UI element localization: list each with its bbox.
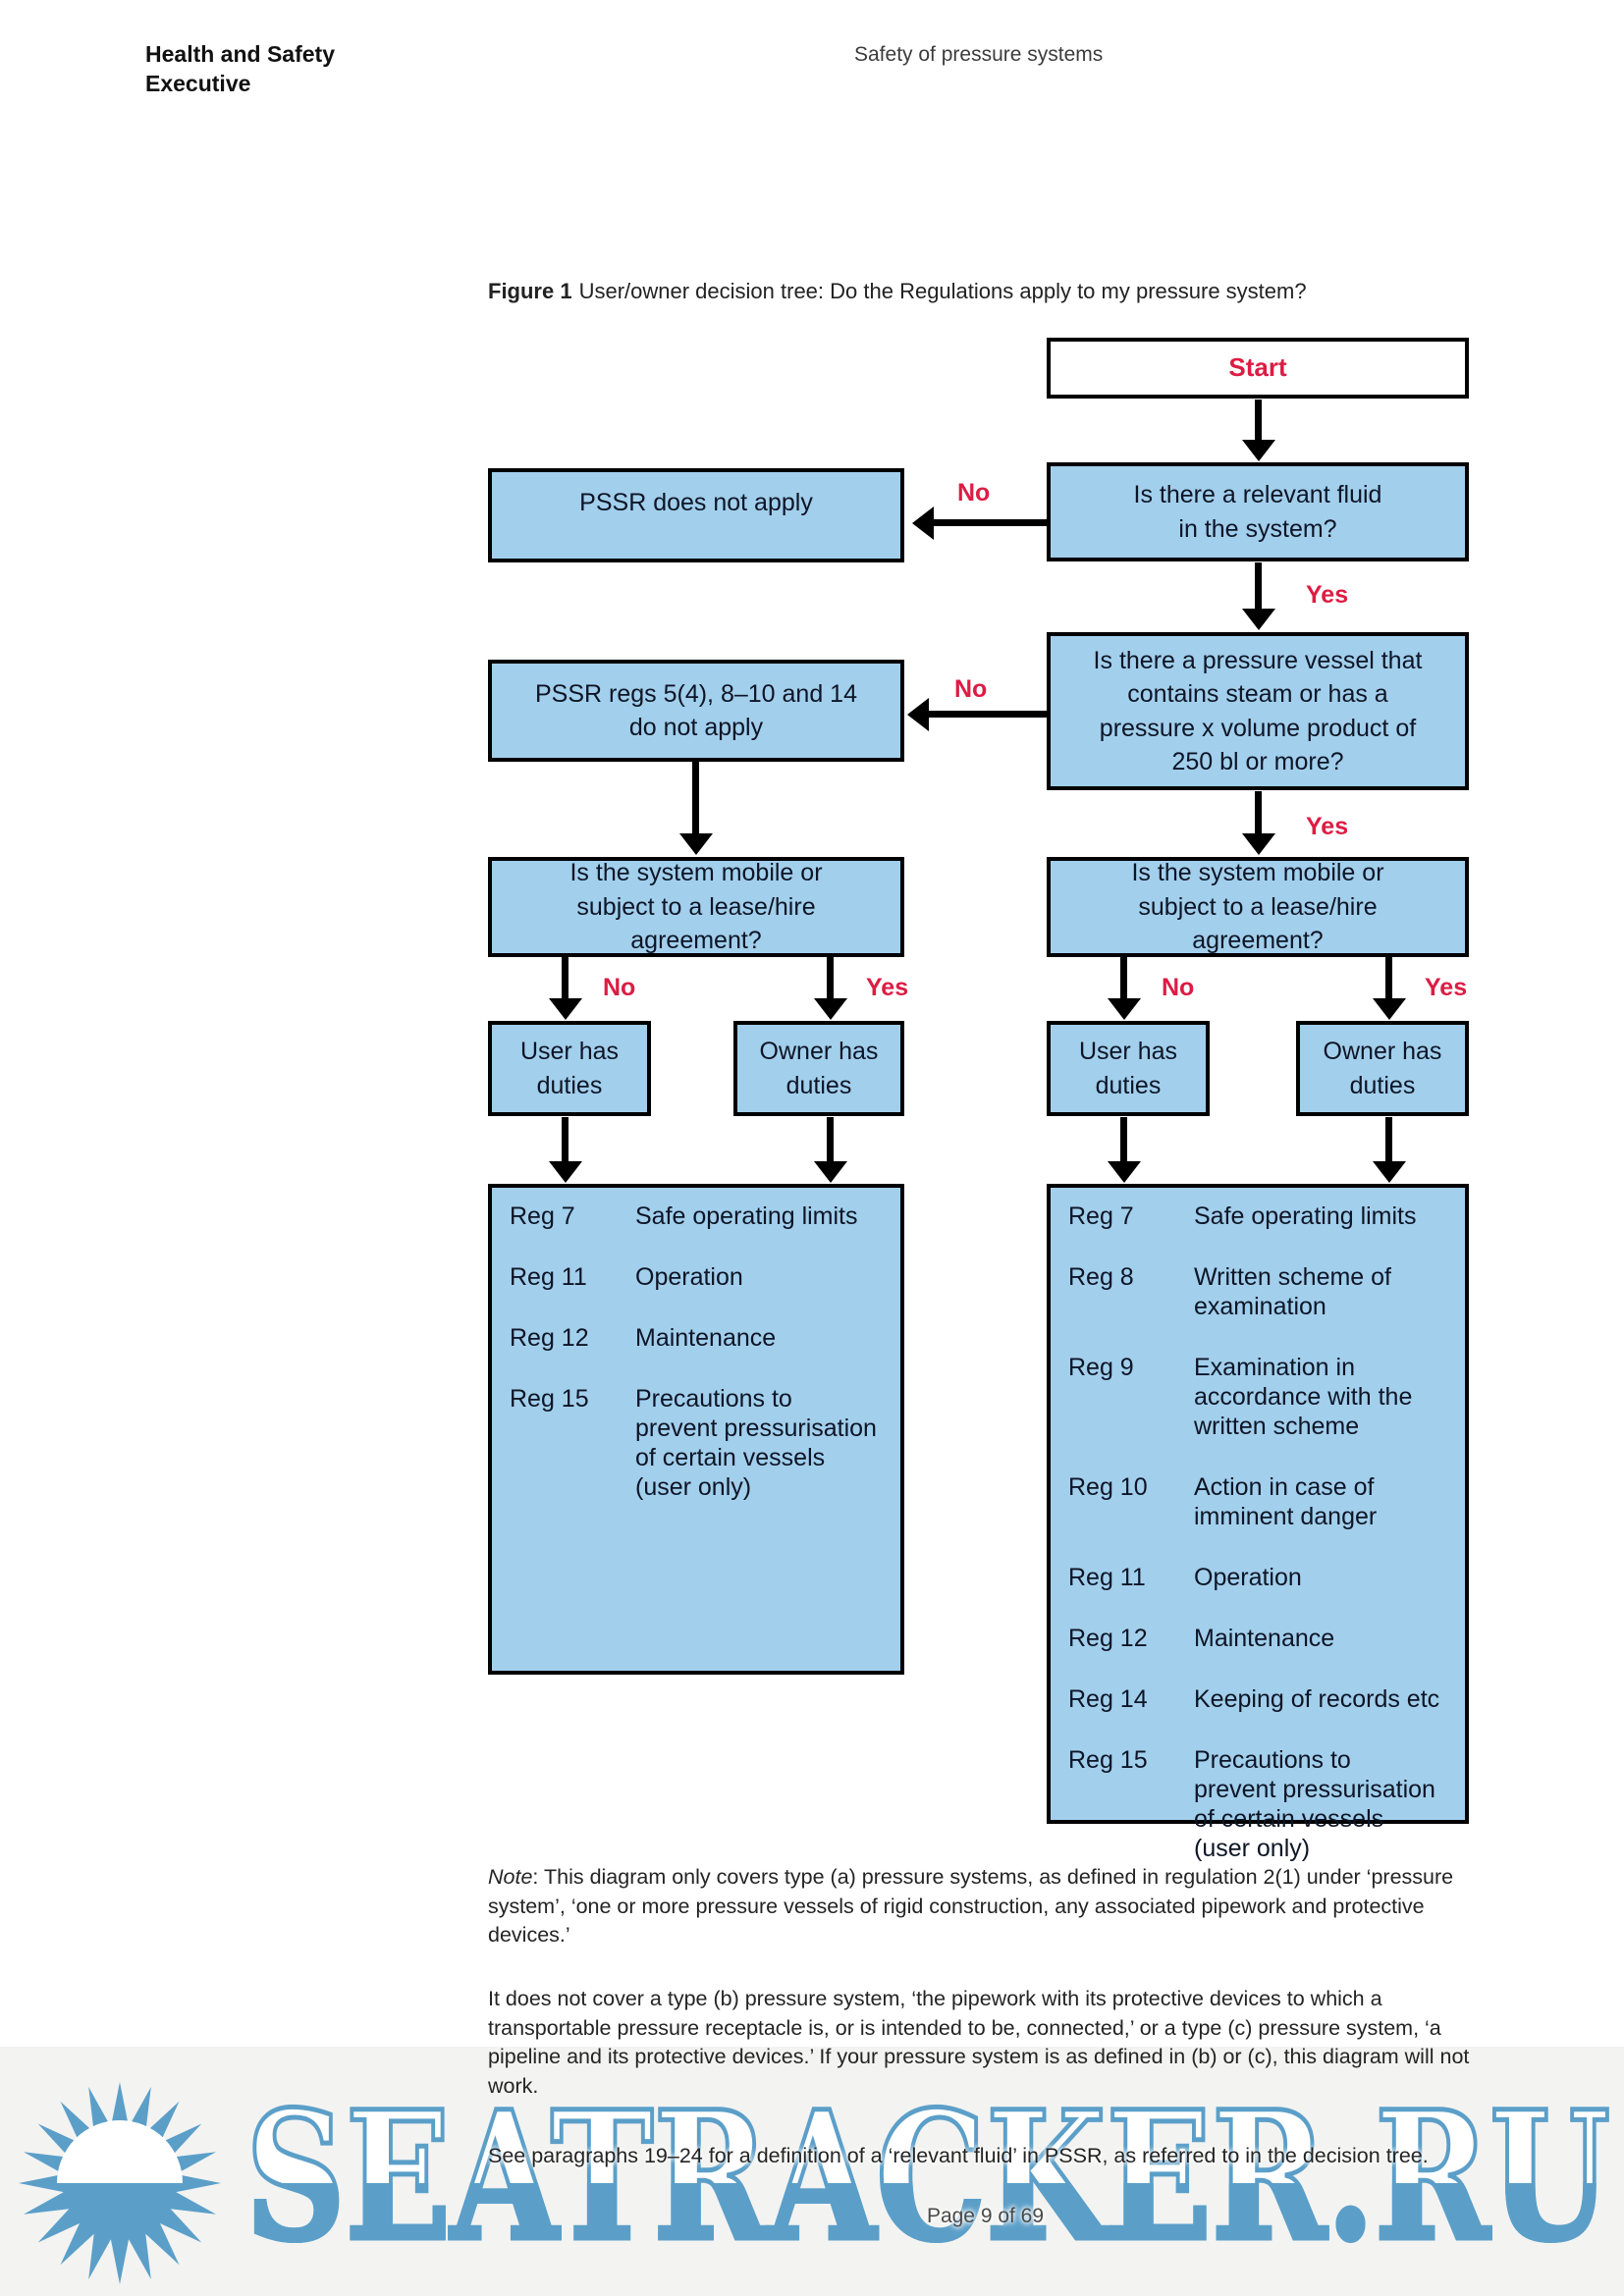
reg-row: Reg 9 Examination in accordance with the… xyxy=(1068,1353,1457,1441)
start-label: Start xyxy=(1228,352,1287,383)
reg-desc: Operation xyxy=(635,1263,743,1291)
question-mobile-right: Is the system mobile or subject to a lea… xyxy=(1047,857,1469,957)
reg-row: Reg 7 Safe operating limits xyxy=(1068,1201,1457,1231)
reg-desc: Examination in accordance with the writt… xyxy=(1194,1354,1413,1440)
figure-caption-text: User/owner decision tree: Do the Regulat… xyxy=(578,279,1307,303)
reg-row: Reg 11 Operation xyxy=(1068,1563,1457,1592)
arrow-user-right-to-regs xyxy=(1120,1117,1127,1162)
sun-dome xyxy=(57,2120,183,2183)
reg-number: Reg 8 xyxy=(1068,1263,1134,1291)
reg-desc: Written scheme of examination xyxy=(1194,1263,1392,1320)
reg-number: Reg 15 xyxy=(1068,1746,1148,1774)
note-text: : This diagram only covers type (a) pres… xyxy=(488,1865,1454,1947)
arrow-owner-left-to-regs xyxy=(827,1117,834,1162)
arrow-start-to-fluid xyxy=(1255,400,1262,441)
arrow-yes-to-vessel xyxy=(1255,562,1262,610)
reg-row: Reg 15 Precautions to prevent pressurisa… xyxy=(510,1384,893,1502)
reg-list-right: Reg 7 Safe operating limits Reg 8 Writte… xyxy=(1047,1184,1469,1862)
reg-desc: Precautions to prevent pressurisation of… xyxy=(635,1385,877,1501)
reg-desc: Safe operating limits xyxy=(635,1202,858,1230)
owner-duties-right-box: Owner has duties xyxy=(1296,1021,1469,1116)
paragraph-type-b-c: It does not cover a type (b) pressure sy… xyxy=(488,1987,1470,2098)
reg-number: Reg 15 xyxy=(510,1385,589,1413)
org-name: Health and Safety Executive xyxy=(145,39,335,98)
label-yes-mobile-right: Yes xyxy=(1425,974,1468,1001)
watermark: SEATRACKER.RU SEATRACKER.RU xyxy=(19,2071,1613,2284)
question-pressure-vessel: Is there a pressure vessel that contains… xyxy=(1047,632,1469,790)
reg-number: Reg 7 xyxy=(1068,1202,1134,1230)
reg-desc: Keeping of records etc xyxy=(1194,1685,1440,1713)
document-title: Safety of pressure systems xyxy=(854,43,1104,66)
label-no-mobile-right: No xyxy=(1162,974,1195,1001)
arrow-no-to-user-right xyxy=(1120,957,1127,999)
label-yes-fluid: Yes xyxy=(1306,581,1349,609)
sun-logo xyxy=(19,2082,221,2284)
watermark-band xyxy=(0,2047,1624,2296)
reg-row: Reg 14 Keeping of records etc xyxy=(1068,1684,1457,1714)
owner-duties-left-box: Owner has duties xyxy=(733,1021,904,1116)
reg-list-left: Reg 7 Safe operating limits Reg 11 Opera… xyxy=(488,1184,904,1675)
org-name-line2: Executive xyxy=(145,71,251,96)
label-yes-mobile-left: Yes xyxy=(866,974,909,1001)
outcome-pssr-does-not-apply: PSSR does not apply xyxy=(488,468,904,562)
label-no-vessel: No xyxy=(954,675,988,703)
watermark-text-outline: SEATRACKER.RU xyxy=(245,2073,1610,2280)
watermark-text-solid: SEATRACKER.RU xyxy=(245,2073,1610,2280)
reg-row: Reg 10 Action in case of imminent danger xyxy=(1068,1472,1457,1531)
paragraph-see-paragraphs: See paragraphs 19–24 for a definition of… xyxy=(488,2144,1429,2167)
question-mobile-left: Is the system mobile or subject to a lea… xyxy=(488,857,904,957)
reg-number: Reg 11 xyxy=(510,1263,587,1291)
arrow-no-to-regs-not-apply xyxy=(928,711,1047,718)
reg-number: Reg 12 xyxy=(1068,1625,1148,1652)
arrow-regs-to-mobile-left xyxy=(692,762,699,834)
reg-number: Reg 14 xyxy=(1068,1685,1148,1713)
arrow-no-to-user-left xyxy=(562,957,568,999)
reg-desc: Maintenance xyxy=(1194,1625,1335,1652)
reg-number: Reg 12 xyxy=(510,1324,589,1352)
label-yes-vessel: Yes xyxy=(1306,813,1349,840)
page-indicator: Page 9 of 69 xyxy=(926,2205,1045,2227)
label-no-mobile-left: No xyxy=(603,974,636,1001)
arrow-yes-to-owner-left xyxy=(827,957,834,999)
reg-row: Reg 8 Written scheme of examination xyxy=(1068,1262,1457,1321)
user-duties-right-box: User has duties xyxy=(1047,1021,1210,1116)
start-box: Start xyxy=(1047,338,1469,399)
user-duties-left-box: User has duties xyxy=(488,1021,651,1116)
arrow-user-left-to-regs xyxy=(562,1117,568,1162)
reg-row: Reg 12 Maintenance xyxy=(510,1323,893,1353)
reg-desc: Maintenance xyxy=(635,1324,777,1352)
reg-desc: Operation xyxy=(1194,1564,1302,1591)
reg-row: Reg 7 Safe operating limits xyxy=(510,1201,893,1231)
note-label: Note xyxy=(488,1865,533,1889)
reg-desc: Precautions to prevent pressurisation of… xyxy=(1194,1746,1435,1862)
outcome-regs-do-not-apply: PSSR regs 5(4), 8–10 and 14 do not apply xyxy=(488,660,904,762)
reg-row: Reg 12 Maintenance xyxy=(1068,1624,1457,1653)
reg-number: Reg 9 xyxy=(1068,1354,1134,1381)
reg-number: Reg 10 xyxy=(1068,1473,1148,1501)
reg-row: Reg 11 Operation xyxy=(510,1262,893,1292)
reg-desc: Safe operating limits xyxy=(1194,1202,1417,1230)
org-name-line1: Health and Safety xyxy=(145,41,335,67)
arrow-owner-right-to-regs xyxy=(1385,1117,1392,1162)
arrow-yes-to-owner-right xyxy=(1385,957,1392,999)
reg-desc: Action in case of imminent danger xyxy=(1194,1473,1378,1530)
arrow-no-to-pssr-not-apply xyxy=(933,519,1047,526)
reg-row: Reg 15 Precautions to prevent pressurisa… xyxy=(1068,1745,1457,1863)
reg-number: Reg 11 xyxy=(1068,1564,1146,1591)
label-no-fluid: No xyxy=(957,479,991,507)
reg-number: Reg 7 xyxy=(510,1202,575,1230)
note-paragraph: Note: This diagram only covers type (a) … xyxy=(488,1863,1491,1950)
figure-label: Figure 1 xyxy=(488,279,572,303)
arrow-yes-to-mobile-right xyxy=(1255,791,1262,834)
question-relevant-fluid: Is there a relevant fluid in the system? xyxy=(1047,462,1469,561)
